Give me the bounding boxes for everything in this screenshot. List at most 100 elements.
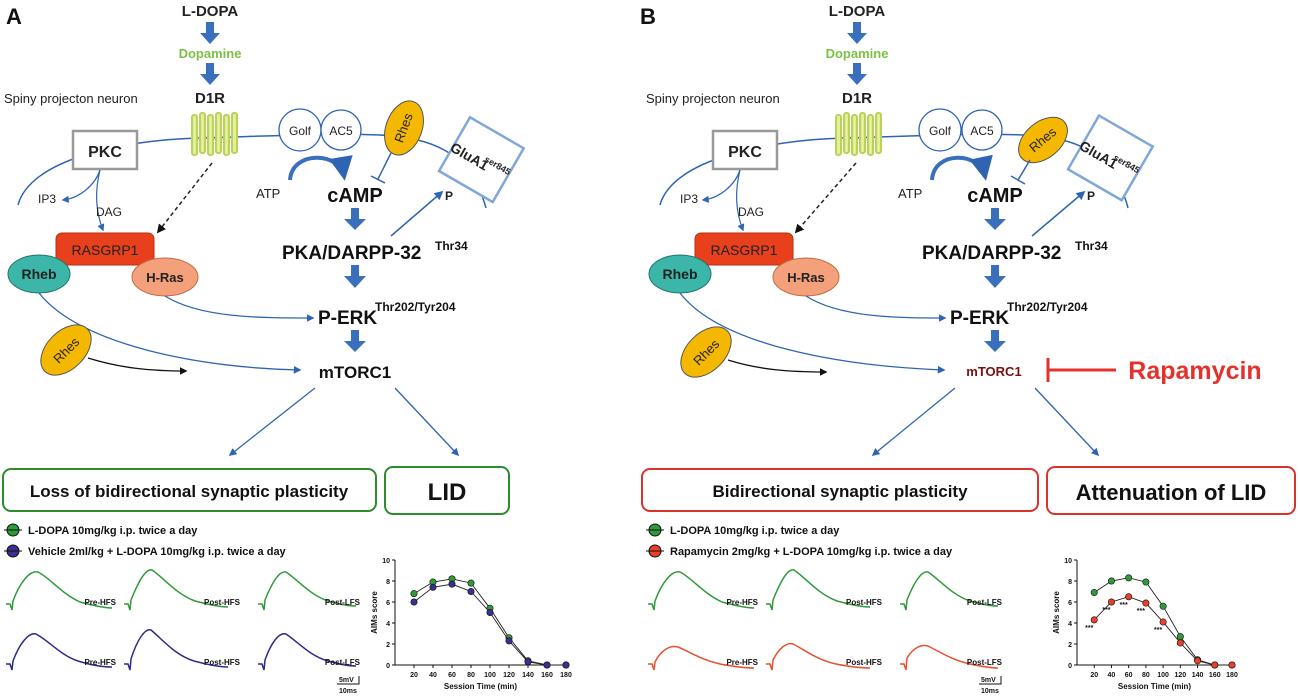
legend-label: Vehicle 2ml/kg + L-DOPA 10mg/kg i.p. twi…	[28, 546, 287, 558]
camp-pka-arrow	[984, 208, 1006, 230]
rheb-mtorc1-arrow	[679, 292, 946, 374]
scale-mv: 5mV	[339, 677, 354, 684]
y-tick-label: 6	[386, 600, 390, 607]
y-axis-label: AIMs score	[370, 591, 379, 634]
x-tick-label: 140	[1192, 672, 1204, 679]
rheb-label: Rheb	[22, 266, 57, 282]
hras-perk-arrow	[164, 295, 315, 322]
atp-label: ATP	[898, 186, 922, 201]
y-tick-label: 6	[1068, 600, 1072, 607]
rheb-label: Rheb	[663, 266, 698, 282]
scale-bar	[979, 676, 1002, 685]
trace-label: Pre-HFS	[726, 598, 758, 607]
perk-label: P-ERK	[950, 308, 1009, 329]
glua1-box: GluA1 ser845	[1066, 113, 1155, 202]
golf-label: Golf	[289, 124, 312, 138]
legend-label: L-DOPA 10mg/kg i.p. twice a day	[670, 525, 840, 537]
series-line	[413, 578, 566, 666]
y-tick-label: 4	[386, 621, 390, 628]
y-tick-label: 10	[382, 558, 390, 565]
data-point	[1125, 593, 1133, 601]
pka-perk-arrow	[344, 265, 366, 288]
x-tick-label: 140	[522, 672, 534, 679]
ip3-arrow	[61, 169, 101, 203]
epsp-traces	[6, 569, 357, 671]
p-label: P	[445, 189, 453, 203]
trace-label: Post-LFS	[325, 598, 361, 607]
ac5-label: AC5	[329, 124, 353, 138]
data-point	[1090, 616, 1098, 624]
perk-sup: Thr202/Tyr204	[375, 300, 456, 314]
epsp-traces	[648, 569, 999, 671]
x-tick-label: 120	[1174, 672, 1186, 679]
mtorc1-label: mTORC1	[966, 364, 1021, 379]
data-point	[486, 608, 494, 616]
glua1-box: GluA1 ser845	[437, 115, 526, 204]
trace-label: Post-HFS	[846, 598, 883, 607]
rhes-inhibit-line	[1017, 159, 1031, 181]
d1r-rasgrp1-dashed-arrow	[794, 162, 857, 234]
rasgrp1-node	[694, 232, 794, 266]
trace-label: Pre-HFS	[84, 658, 116, 667]
rapamycin-inhibition-bar	[1046, 358, 1116, 382]
dopamine-arrow	[200, 63, 220, 85]
scale-mv: 5mV	[981, 677, 996, 684]
x-tick-label: 120	[503, 672, 515, 679]
data-point	[410, 590, 418, 598]
rhes-bottom-node	[40, 324, 92, 376]
outcome-box-right	[1046, 466, 1296, 515]
y-tick-label: 8	[386, 579, 390, 586]
scale-bar	[337, 676, 360, 685]
x-tick-label: 60	[1125, 672, 1133, 679]
series-line	[413, 583, 566, 666]
mtorc1-lid-arrow	[394, 387, 460, 457]
dag-label: DAG	[96, 205, 122, 219]
rasgrp1-label: RASGRP1	[72, 242, 139, 258]
outcome-box-left	[641, 468, 1039, 512]
perk-sup: Thr202/Tyr204	[1007, 300, 1088, 314]
x-tick-label: 100	[484, 672, 496, 679]
x-tick-label: 40	[1108, 672, 1116, 679]
trace-label: Post-HFS	[204, 598, 241, 607]
data-point	[1211, 661, 1219, 669]
y-tick-label: 2	[386, 642, 390, 649]
ldopa-label: L-DOPA	[829, 3, 886, 20]
ac5-node	[320, 109, 362, 151]
atp-camp-arrow	[930, 154, 993, 181]
neuron-label: Spiny projecton neuron	[646, 91, 780, 106]
data-point	[1228, 661, 1236, 669]
data-point	[410, 598, 418, 606]
data-point	[467, 579, 475, 587]
x-tick-label: 20	[410, 672, 418, 679]
pka-perk-arrow	[984, 265, 1006, 288]
significance-label: ***	[1102, 607, 1110, 614]
d1r-label: D1R	[842, 90, 872, 107]
pka-p-arrow	[390, 190, 444, 237]
y-tick-label: 0	[386, 663, 390, 670]
x-tick-label: 60	[448, 672, 456, 679]
d1r-label: D1R	[195, 90, 225, 107]
significance-label: ***	[1085, 625, 1093, 632]
mtorc1-label: mTORC1	[319, 363, 391, 382]
pkc-label: PKC	[88, 144, 122, 161]
pka-sup: Thr34	[1075, 239, 1108, 253]
y-tick-label: 0	[1068, 663, 1072, 670]
data-point	[1107, 598, 1115, 606]
neuron-label: Spiny projecton neuron	[4, 91, 138, 106]
trace-label: Post-HFS	[204, 658, 241, 667]
outcome-left-label: Bidirectional synaptic plasticity	[712, 482, 968, 501]
mtorc1-lid-arrow	[1034, 387, 1100, 457]
significance-label: ***	[1154, 627, 1162, 634]
x-tick-label: 100	[1157, 672, 1169, 679]
trace-label: Post-LFS	[967, 658, 1003, 667]
outcome-left-label: Loss of bidirectional synaptic plasticit…	[30, 482, 349, 501]
rasgrp1-node	[55, 232, 155, 266]
x-tick-label: 80	[467, 672, 475, 679]
scale-ms: 10ms	[339, 688, 357, 695]
data-point	[448, 580, 456, 588]
x-tick-label: 180	[1226, 672, 1238, 679]
y-tick-label: 4	[1068, 621, 1072, 628]
panel-a: A L-DOPA Dopamine D1R Spiny projecton ne…	[2, 3, 572, 695]
trace-label: Pre-HFS	[726, 658, 758, 667]
